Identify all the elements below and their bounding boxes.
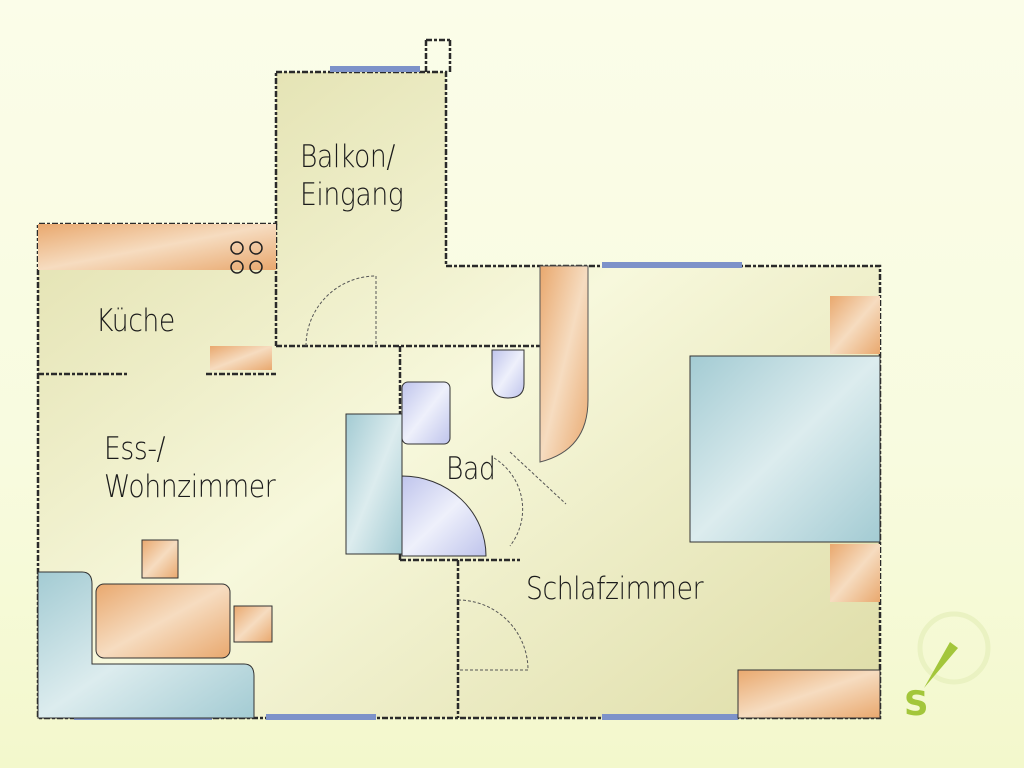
room-label-balkon: Balkon/ Eingang [300,138,404,214]
stove-icon [230,241,263,274]
logo-letter: S [904,684,929,724]
room-label-line: Balkon/ [300,139,395,175]
kitchen-counter [38,224,276,370]
room-label-line: Ess-/ [104,431,166,467]
room-label-kueche: Küche [96,303,175,339]
wardrobe [539,265,589,463]
living-furniture [37,539,273,719]
room-label-line: Eingang [300,177,404,213]
compass-needle-icon [917,611,991,688]
room-label-line: Wohnzimmer [104,469,276,505]
door-arcs [305,275,567,671]
room-label-bad: Bad [446,451,496,487]
bedroom-furniture [689,296,881,719]
room-label-schlafzimmer: Schlafzimmer [526,571,704,607]
bathroom-fixtures [345,349,525,557]
room-label-wohnzimmer: Ess-/ Wohnzimmer [104,430,276,506]
